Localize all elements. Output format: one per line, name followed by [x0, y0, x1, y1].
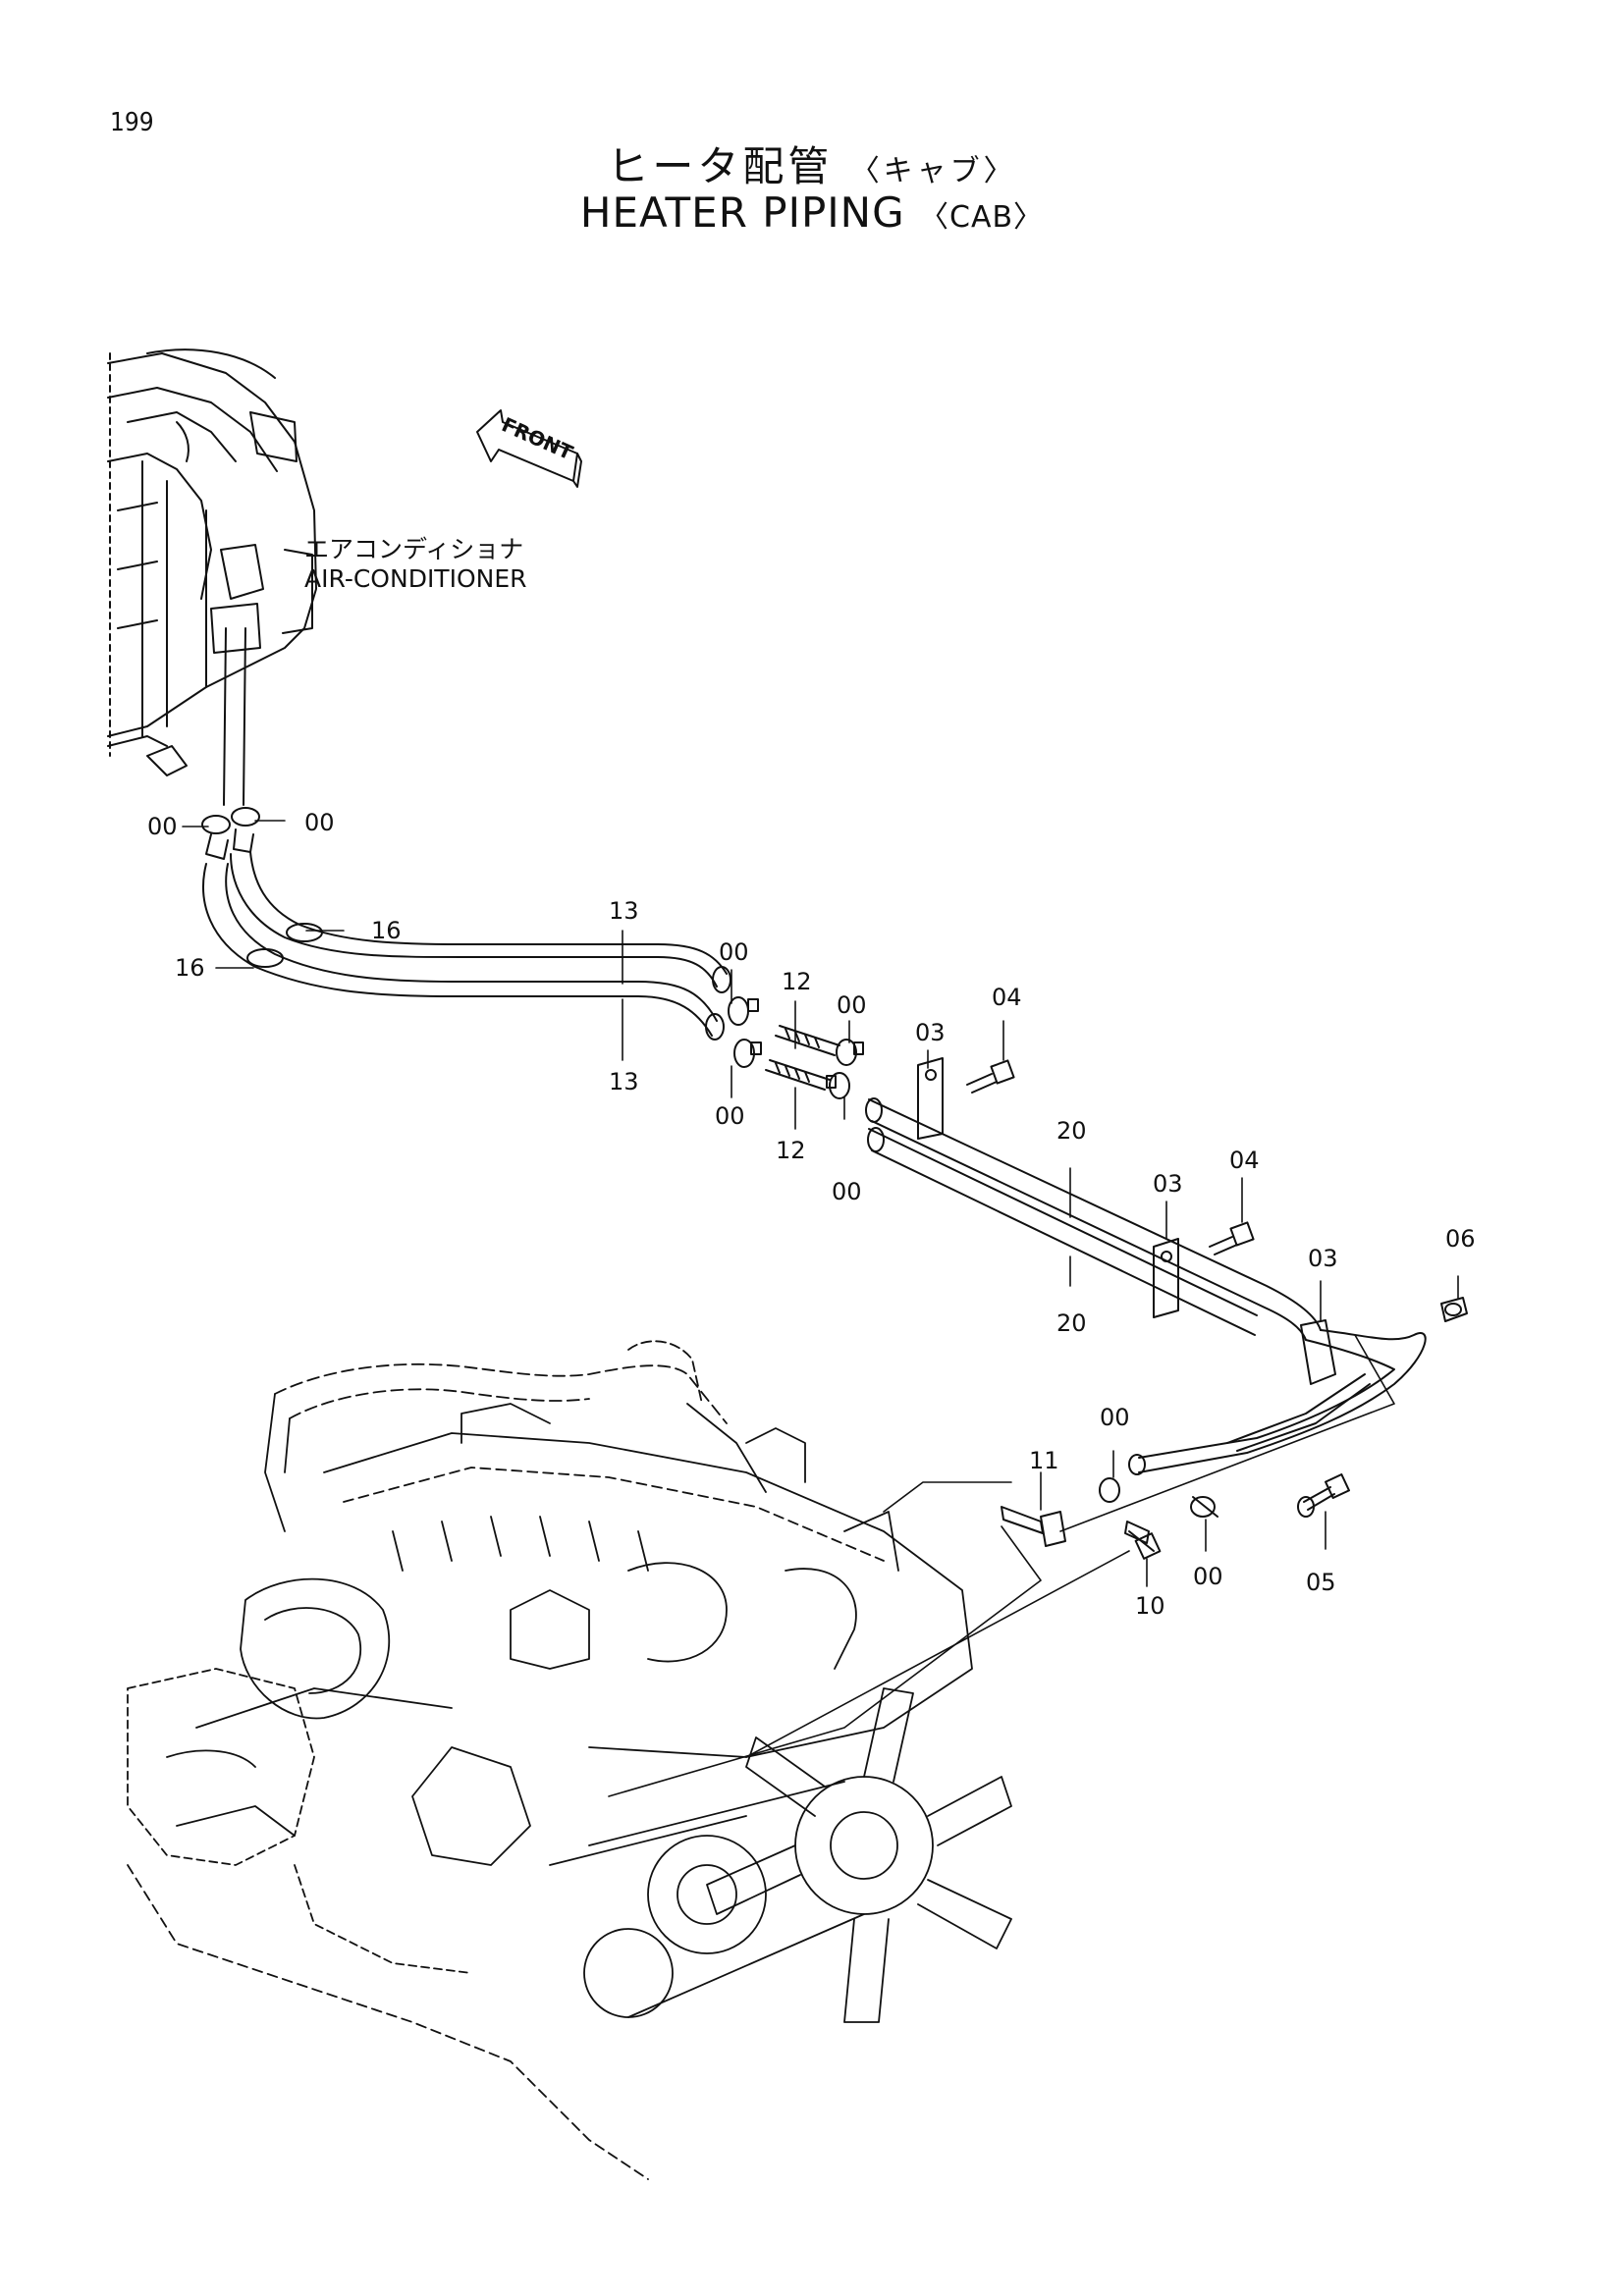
callout-11: 11 [1029, 1447, 1059, 1474]
callout-labels: 00 00 16 16 13 13 00 00 12 12 00 00 03 0… [147, 412, 1476, 1620]
title-en-main: HEATER PIPING [579, 188, 905, 237]
ac-outlet-clamps [201, 807, 260, 860]
callout-03-a: 03 [915, 1019, 946, 1046]
callout-03-b: 03 [1153, 1170, 1183, 1198]
title-english: HEATER PIPING 〈CAB〉 [0, 188, 1624, 237]
callout-00-c: 00 [719, 938, 749, 966]
callout-00-h: 00 [1193, 1563, 1223, 1590]
callout-16-a: 16 [371, 917, 402, 944]
bolts-04-05-06 [966, 1059, 1468, 1518]
title-japanese: ヒータ配管 〈キャブ〉 [0, 133, 1624, 193]
callout-13-b: 13 [609, 1068, 639, 1095]
air-conditioner-unit [107, 348, 317, 806]
leader-lines [182, 820, 1459, 1797]
front-direction-arrow [476, 409, 582, 488]
callout-04-b: 04 [1229, 1147, 1260, 1174]
callout-13-a: 13 [609, 897, 639, 925]
callout-20-a: 20 [1056, 1117, 1087, 1145]
callout-06: 06 [1445, 1225, 1476, 1253]
title-jp-main: ヒータ配管 [607, 142, 834, 190]
air-conditioner-label-en: AIR-CONDITIONER [304, 564, 527, 593]
callout-00-b: 00 [304, 809, 335, 836]
callout-12-a: 12 [782, 968, 812, 995]
callout-05: 05 [1306, 1569, 1336, 1596]
callout-00-e: 00 [837, 991, 867, 1019]
callout-00-a: 00 [147, 813, 178, 840]
callout-10: 10 [1135, 1592, 1165, 1620]
callout-00-g: 00 [1100, 1404, 1130, 1431]
engine-assembly [127, 1340, 1012, 2180]
callout-04-a: 04 [992, 984, 1022, 1011]
joints-and-clamps [728, 996, 864, 1099]
callout-00-f: 00 [832, 1178, 862, 1205]
title-jp-sub: 〈キャブ〉 [849, 154, 1017, 188]
front-label: FRONT [498, 412, 576, 464]
callout-12-b: 12 [776, 1137, 806, 1164]
air-conditioner-label-jp: エアコンディショナ [304, 535, 523, 563]
page-number: 199 [110, 108, 154, 137]
lower-fittings [1001, 1477, 1218, 1560]
title-en-sub: 〈CAB〉 [919, 200, 1045, 235]
heater-hoses-13 [202, 851, 731, 1041]
callout-03-c: 03 [1308, 1245, 1338, 1272]
bracket-03 [917, 1057, 1336, 1385]
callout-16-b: 16 [175, 954, 205, 982]
heater-pipes-20 [865, 1097, 1427, 1475]
callout-20-b: 20 [1056, 1309, 1087, 1337]
callout-00-d: 00 [715, 1102, 745, 1130]
